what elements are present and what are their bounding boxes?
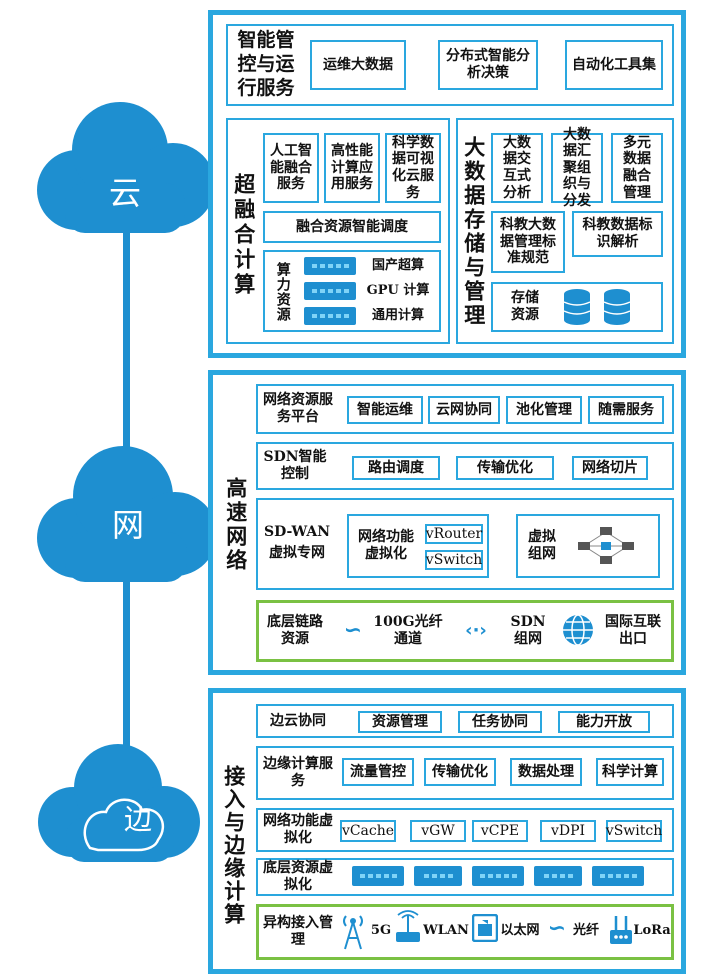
bigdata-interactive: 大数据交互式分析 [491,133,543,203]
net-nfv-vswitch: vSwitch [425,550,483,570]
net-sdn-slicing: 网络切片 [572,456,648,480]
compute-item-national-sc: 国产超算 [371,258,424,274]
net-nfv-title: 网络功能虚拟化 [358,529,414,562]
net-platform-pool: 池化管理 [506,396,582,424]
server-rack-icon [304,307,356,325]
cloud-yun-icon [37,102,215,233]
mgmt-item-distributed: 分布式智能分析决策 [438,40,538,90]
hyper-service-hpc: 高性能计算应用服务 [324,133,380,203]
edge-nfv-vswitch: vSwitch [606,820,662,842]
fiber-cable-icon: ∽ [547,915,567,941]
net-sdn-title: SDN智能控制 [263,449,327,482]
server-rack-icon [534,866,582,886]
mgmt-item-automation: 自动化工具集 [565,40,663,90]
edge-nfv-vgw: vGW [410,820,466,842]
bigdata-title: 大数据存储与管理 [461,136,487,328]
wlan-router-icon [396,910,420,942]
net-platform-ondemand: 随需服务 [588,396,664,424]
net-platform-title: 网络资源服务平台 [263,392,333,425]
bigdata-identifier: 科教数据标识解析 [572,211,663,257]
net-sdn-routing: 路由调度 [352,456,440,480]
net-link-title: 底层链路资源 [267,614,323,647]
edge-nfv-title: 网络功能虚拟化 [263,813,333,846]
edge-access-panel [256,904,674,960]
edge-nfv-vcache: vCache [340,820,396,842]
server-rack-icon [592,866,644,886]
compute-title: 算力资源 [274,262,291,322]
net-link-fiber: 100G光纤通道 [373,614,443,647]
compute-item-general: 通用计算 [371,308,424,324]
edge-collab-capability: 能力开放 [558,711,650,733]
net-link-panel [256,600,674,662]
bigdata-fusion: 多元数据融合管理 [611,133,663,203]
edge-collab-resource: 资源管理 [358,711,442,733]
edge-compute-title: 边缘计算服务 [263,756,333,789]
mgmt-item-ops-bigdata: 运维大数据 [310,40,406,90]
net-nfv-vrouter: vRouter [425,524,483,544]
database-icon [563,289,591,325]
server-rack-icon [352,866,404,886]
net-platform-cloudnet: 云网协同 [428,396,500,424]
edge-nfv-vdpi: vDPI [540,820,596,842]
bigdata-aggregation: 大数据汇聚组织与分发 [551,127,603,209]
cloud-bian-label: 边 [123,803,152,836]
server-rack-icon [472,866,524,886]
globe-icon [563,614,593,646]
hyper-service-ai: 人工智能融合服务 [263,133,319,203]
edge-compute-transport: 传输优化 [424,758,496,786]
edge-access-title: 异构接入管理 [263,915,333,948]
ethernet-port-icon [472,914,498,942]
access-ethernet: 以太网 [500,923,540,939]
database-icon [603,289,631,325]
net-link-sdn: SDN组网 [510,614,546,647]
server-rack-icon [304,282,356,300]
net-vnet-title: 虚拟组网 [528,529,556,562]
hyper-service-visual: 科学数据可视化云服务 [385,133,441,203]
edge-nfv-vcpe: vCPE [472,820,528,842]
mgmt-title: 智能管控与运行服务 [237,29,295,99]
edge-compute-science: 科学计算 [596,758,664,786]
edge-collab-task: 任务协同 [458,711,542,733]
lora-gateway-icon [610,916,632,944]
edge-collab-title: 边云协同 [270,712,326,729]
bigdata-standards: 科教大数据管理标准规范 [491,211,565,273]
access-5g: 5G [370,923,392,939]
cloud-yun-label: 云 [108,174,141,212]
net-platform-ops: 智能运维 [347,396,423,424]
net-sdn-transport: 传输优化 [456,456,554,480]
server-rack-icon [304,257,356,275]
cloud-bian-icon [38,744,200,862]
cloud-wang-icon [37,446,217,582]
edge-title: 接入与边缘计算 [221,764,247,926]
hyper-title: 超融合计算 [231,172,257,298]
storage-label: 存储资源 [511,290,539,323]
antenna-tower-icon [343,915,363,950]
access-wlan: WLAN [423,923,469,939]
network-title: 高速网络 [223,477,249,573]
compute-item-gpu: GPU 计算 [366,283,430,299]
net-link-intl: 国际互联出口 [605,614,661,647]
net-sdwan-title: SD-WAN虚拟专网 [263,524,331,561]
hyper-scheduling: 融合资源智能调度 [263,211,441,243]
exchange-arrows-icon: ‹·› [465,619,487,641]
cloud-wang-label: 网 [111,506,144,544]
server-rack-icon [414,866,462,886]
edge-compute-data: 数据处理 [510,758,582,786]
virtual-network-topology-icon [578,527,634,564]
edge-base-title: 底层资源虚拟化 [263,860,333,893]
access-lora: LoRa [633,923,671,939]
edge-compute-traffic: 流量管控 [342,758,414,786]
access-fiber: 光纤 [572,923,599,939]
fiber-link-icon: ∽ [343,617,363,643]
